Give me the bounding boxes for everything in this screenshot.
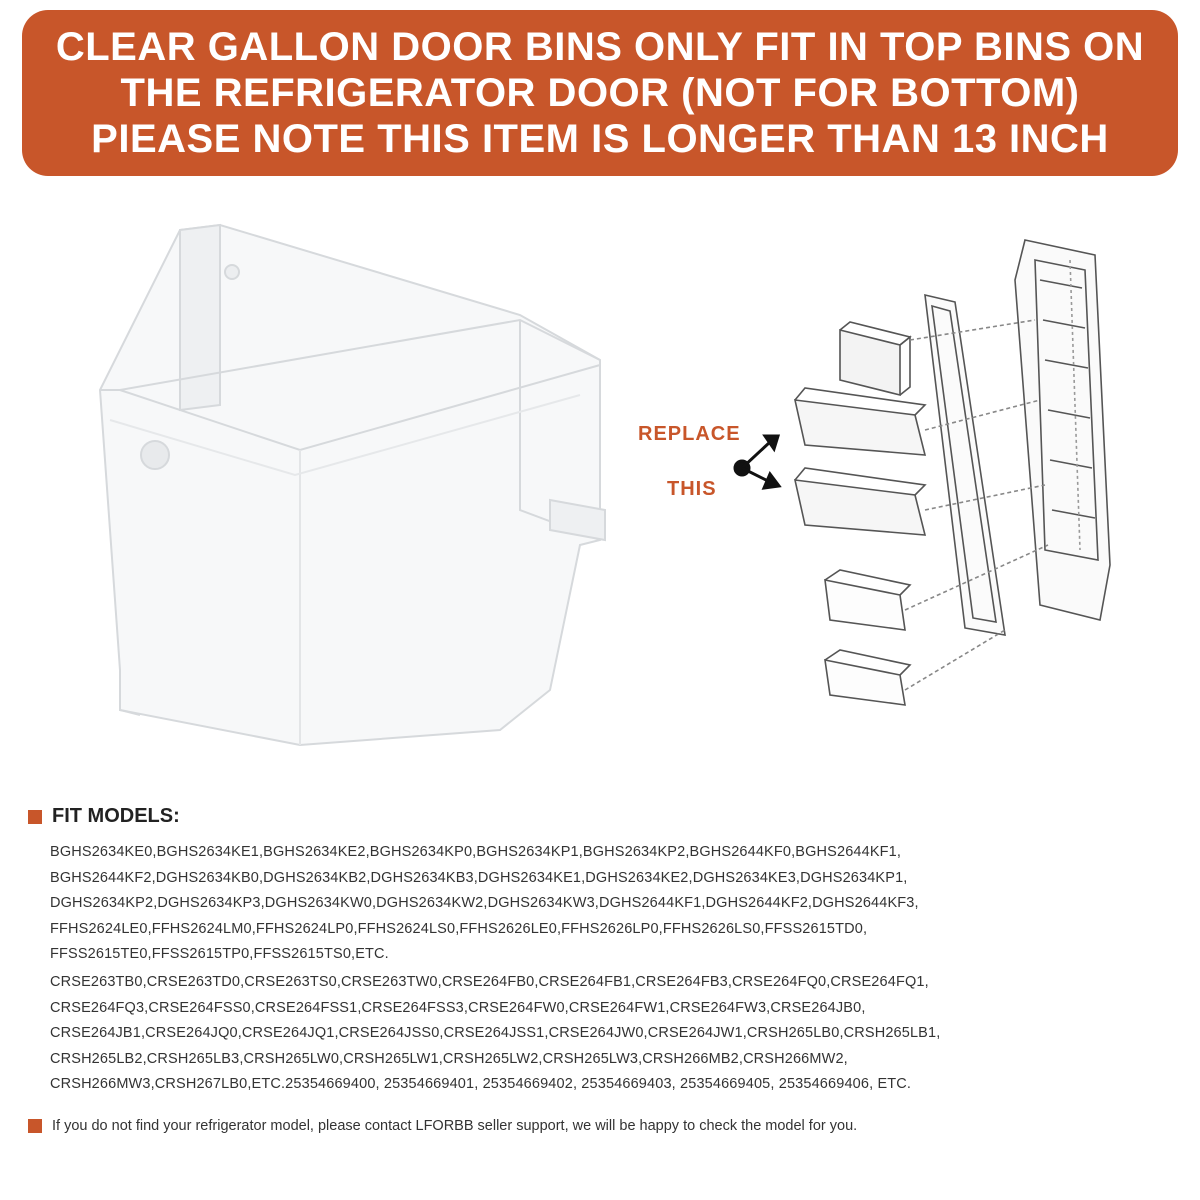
- replace-label: REPLACE: [638, 423, 741, 445]
- model-row: CRSH266MW3,CRSH267LB0,ETC.25354669400, 2…: [50, 1076, 912, 1092]
- model-row: CRSH265LB2,CRSH265LB3,CRSH265LW0,CRSH265…: [50, 1050, 848, 1067]
- model-row: FFSS2615TE0,FFSS2615TP0,FFSS2615TS0,ETC.: [50, 946, 389, 962]
- model-row: FFHS2624LE0,FFHS2624LM0,FFHS2624LP0,FFHS…: [50, 920, 868, 937]
- model-list-group-2: CRSE263TB0,CRSE263TD0,CRSE263TS0,CRSE263…: [50, 970, 1160, 1098]
- model-row: CRSE264JB1,CRSE264JQ0,CRSE264JQ1,CRSE264…: [50, 1025, 941, 1041]
- product-illustration: [98, 223, 1111, 747]
- fit-models-heading: FIT MODELS:: [28, 805, 180, 828]
- replace-arrows: [733, 434, 782, 490]
- model-row: BGHS2644KF2,DGHS2634KB0,DGHS2634KB2,DGHS…: [50, 869, 908, 886]
- contact-note-text: If you do not find your refrigerator mod…: [52, 1118, 858, 1134]
- bullet-square-icon: [28, 1119, 42, 1133]
- model-row: DGHS2634KP2,DGHS2634KP3,DGHS2634KW0,DGHS…: [50, 895, 919, 911]
- headline-line-1: CLEAR GALLON DOOR BINS ONLY FIT IN TOP B…: [55, 25, 1145, 69]
- model-list-group-1: BGHS2634KE0,BGHS2634KE1,BGHS2634KE2,BGHS…: [50, 840, 1160, 968]
- model-row: CRSE263TB0,CRSE263TD0,CRSE263TS0,CRSE263…: [50, 974, 929, 990]
- door-bin-image: [98, 223, 606, 747]
- door-diagram: [793, 239, 1111, 706]
- model-row: CRSE264FQ3,CRSE264FSS0,CRSE264FSS1,CRSE2…: [50, 999, 866, 1016]
- headline-line-3: PIEASE NOTE THIS ITEM IS LONGER THAN 13 …: [91, 117, 1109, 161]
- bullet-square-icon: [28, 809, 42, 824]
- contact-note: If you do not find your refrigerator mod…: [28, 1118, 857, 1134]
- this-label: THIS: [667, 478, 717, 500]
- headline-line-2: THE REFRIGERATOR DOOR (NOT FOR BOTTOM): [120, 71, 1080, 115]
- fit-models-title: FIT MODELS:: [52, 805, 180, 827]
- model-row: BGHS2634KE0,BGHS2634KE1,BGHS2634KE2,BGHS…: [50, 844, 902, 860]
- headline-banner: CLEAR GALLON DOOR BINS ONLY FIT IN TOP B…: [22, 10, 1178, 176]
